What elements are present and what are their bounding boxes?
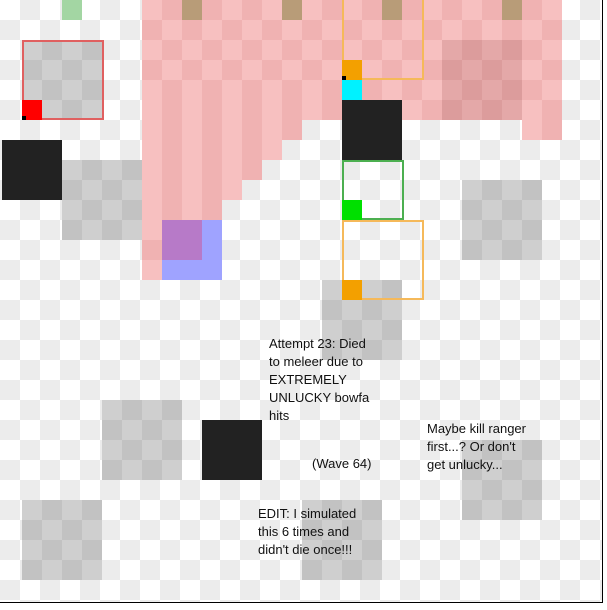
ranger-outline: [342, 0, 424, 80]
attempt-note: Attempt 23: Died to meleer due to EXTREM…: [269, 336, 370, 423]
ranger-npc-tile[interactable]: [342, 60, 362, 80]
danger-zone-overlap: [442, 40, 522, 120]
danger-zone: [142, 160, 262, 180]
advice-note: Maybe kill ranger first...? Or don't get…: [427, 421, 526, 472]
floor-shadow: [322, 280, 402, 360]
pillar-top-tile: [182, 0, 202, 20]
player-outline: [342, 160, 404, 220]
ranger-outline: [342, 220, 424, 300]
danger-zone: [142, 180, 242, 200]
pillar-top-tile: [382, 0, 402, 20]
danger-zone: [142, 220, 162, 280]
danger-zone: [142, 100, 342, 120]
marker: [22, 116, 26, 120]
player-tile[interactable]: [342, 200, 362, 220]
floor-shadow: [22, 500, 102, 580]
danger-zone: [142, 140, 282, 160]
edit-note: EDIT: I simulated this 6 times and didn'…: [258, 506, 357, 557]
wave-label: (Wave 64): [312, 456, 372, 471]
danger-zone: [522, 120, 562, 140]
floor-shadow: [102, 400, 182, 480]
danger-zone: [142, 120, 302, 140]
marker: [342, 76, 346, 80]
pillar-top-tile: [62, 0, 82, 20]
floor-shadow: [62, 160, 142, 240]
pillar-top-tile: [502, 0, 522, 20]
pillar-top-tile: [282, 0, 302, 20]
pillar: [342, 100, 402, 160]
melee-outline: [22, 40, 104, 120]
blue-zone-overlap: [162, 220, 202, 260]
danger-zone: [142, 200, 222, 220]
mage-npc-tile[interactable]: [342, 80, 362, 100]
floor-shadow: [462, 440, 542, 520]
floor-shadow: [462, 180, 542, 260]
pillar: [2, 140, 62, 200]
floor-shadow: [302, 500, 382, 580]
pillar: [202, 420, 262, 480]
ranger-npc-tile[interactable]: [342, 280, 362, 300]
melee-npc-tile[interactable]: [22, 100, 42, 120]
